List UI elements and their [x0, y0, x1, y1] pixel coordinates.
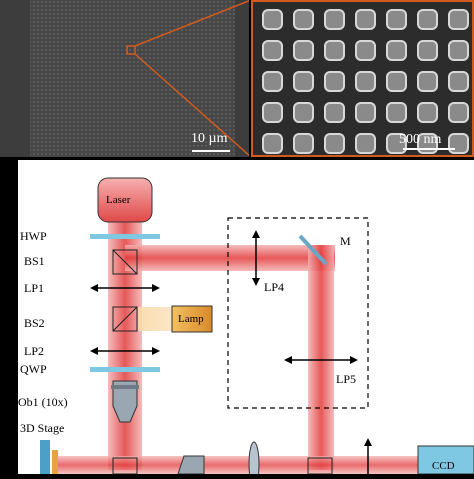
sem-zoom-image: 500 nm	[251, 0, 474, 157]
stage-block-sample	[52, 450, 58, 474]
sem-overview-image: 10 µm	[0, 0, 249, 157]
vertical-beam-right	[308, 245, 334, 470]
laser-label: Laser	[106, 194, 131, 206]
zoom-line-bottom	[134, 53, 249, 157]
nanopillar	[386, 9, 407, 30]
lp5-label: LP5	[336, 372, 357, 386]
ccd-label: CCD	[432, 460, 455, 472]
horizontal-beam-bottom	[58, 456, 474, 474]
nanopillar	[448, 102, 469, 123]
nanopillar	[386, 71, 407, 92]
nanopillar	[262, 71, 283, 92]
nanopillar	[324, 40, 345, 61]
bs2-cube	[112, 306, 138, 332]
analyzer-box	[227, 217, 369, 409]
sem-zoom-box	[126, 45, 136, 55]
bs1-label: BS1	[24, 254, 45, 268]
diagram-canvas: Laser HWP BS1 LP1 BS2 Lamp LP2 QWP Ob1 (…	[18, 160, 474, 479]
nanopillar	[324, 9, 345, 30]
setup-schematic	[40, 177, 474, 479]
stage-block-blue	[40, 440, 50, 474]
nanopillar	[293, 9, 314, 30]
nanopillar	[293, 40, 314, 61]
objective-lens	[112, 380, 138, 423]
lp2-label: LP2	[24, 344, 45, 358]
lp4-arrow-up	[252, 230, 260, 238]
nanopillar	[355, 133, 376, 154]
nanopillar	[448, 133, 469, 154]
lamp-label: Lamp	[178, 313, 204, 325]
nanopillar	[448, 40, 469, 61]
bs2-diagonal	[112, 306, 138, 332]
pillar-array	[253, 2, 472, 155]
nanopillar	[417, 102, 438, 123]
hwp-label: HWP	[20, 229, 47, 243]
scale-bar-500nm	[403, 148, 455, 150]
nanopillar	[293, 71, 314, 92]
nanopillar	[324, 102, 345, 123]
nanopillar	[293, 133, 314, 154]
bs2-label: BS2	[24, 316, 45, 330]
lp1-arrow-left	[90, 284, 98, 292]
zoom-line-top	[134, 0, 249, 47]
lp4-label: LP4	[264, 280, 285, 294]
nanopillar	[386, 40, 407, 61]
scale-bar-10um	[192, 150, 230, 152]
nanopillar	[262, 40, 283, 61]
laser-source	[97, 177, 153, 223]
lp5-arrow-right	[350, 356, 358, 364]
tube-lens	[248, 441, 260, 479]
lp4-arrow-down	[252, 278, 260, 286]
sem-array-region	[30, 0, 235, 157]
nanopillar	[355, 40, 376, 61]
bs1-diagonal	[112, 249, 138, 275]
nanopillar	[262, 133, 283, 154]
lp1-label: LP1	[24, 281, 45, 295]
nanopillar	[417, 9, 438, 30]
nanopillar	[386, 133, 407, 154]
qwp-plate	[90, 367, 160, 372]
lp1-arrow-right	[152, 284, 160, 292]
qwp-label: QWP	[20, 362, 47, 376]
nanopillar	[355, 102, 376, 123]
optical-setup-diagram: Laser HWP BS1 LP1 BS2 Lamp LP2 QWP Ob1 (…	[0, 160, 474, 479]
bs1-cube	[112, 249, 138, 275]
horizontal-beam-top	[125, 245, 335, 271]
mirror	[298, 234, 328, 266]
nanopillar	[324, 133, 345, 154]
stage-label: 3D Stage	[20, 421, 65, 435]
sem-overview-texture	[30, 0, 249, 157]
nanopillar	[386, 102, 407, 123]
nanopillar	[448, 71, 469, 92]
nanopillar	[417, 40, 438, 61]
mirror-label: M	[340, 234, 351, 248]
lp2-arrow-right	[152, 347, 160, 355]
nanopillar	[355, 9, 376, 30]
nanopillar	[448, 9, 469, 30]
nanopillar	[262, 9, 283, 30]
nanopillar	[355, 71, 376, 92]
nanopillar	[417, 71, 438, 92]
hwp-plate	[90, 234, 160, 239]
lp5-arrow-left	[284, 356, 292, 364]
scale-label-500nm: 500 nm	[399, 132, 442, 147]
ccd-camera	[417, 445, 474, 475]
nanopillar	[293, 102, 314, 123]
lp2-arrow-left	[90, 347, 98, 355]
nanopillar	[262, 102, 283, 123]
lamp-source	[171, 305, 213, 333]
lp-bottom-arrow	[364, 438, 372, 446]
scale-label-10um: 10 µm	[191, 131, 228, 146]
ob1-label: Ob1 (10x)	[18, 395, 68, 409]
nanopillar	[324, 71, 345, 92]
objective-band	[111, 385, 139, 389]
